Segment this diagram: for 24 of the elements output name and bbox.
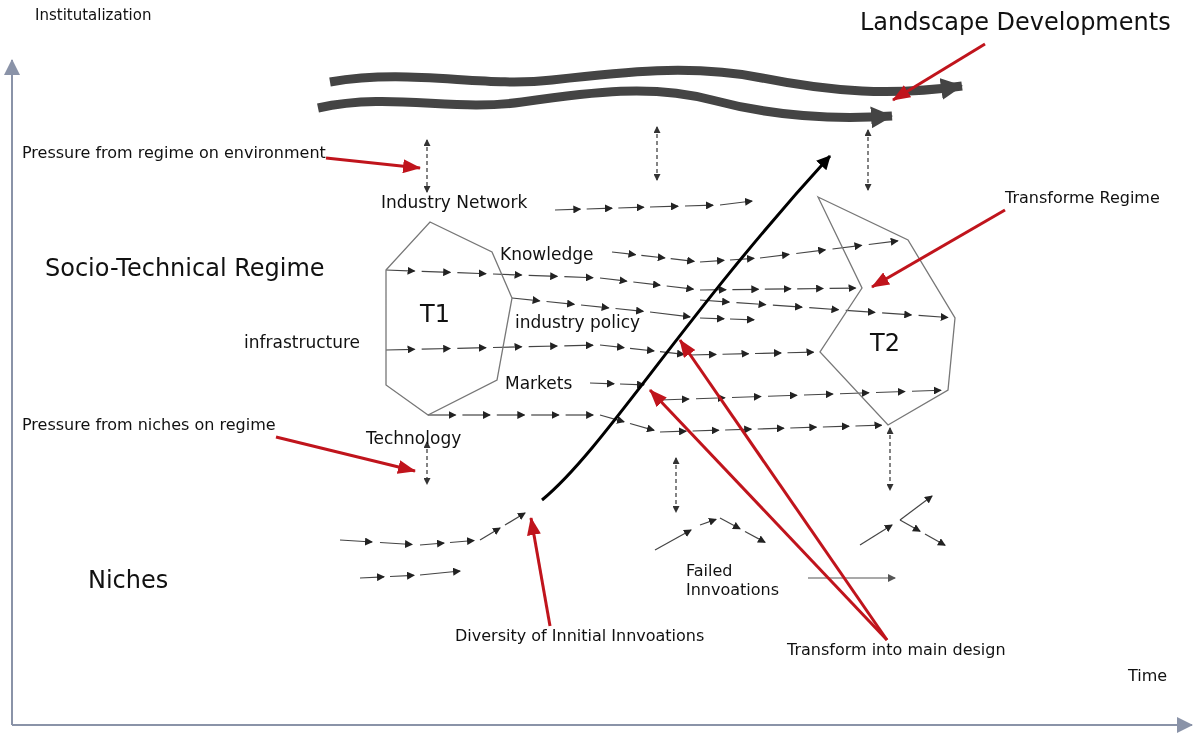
annotation-text: Transform into main design — [787, 640, 1006, 662]
leader-arrow — [648, 388, 889, 642]
leader-arrow — [275, 435, 416, 474]
leader-arrow — [325, 156, 421, 174]
category-label: Markets — [505, 373, 573, 394]
leader-arrow — [871, 208, 1006, 289]
annotation-text: Pressure from regime on environment — [22, 143, 326, 165]
regime-polygon — [816, 195, 958, 427]
category-label: infrastructure — [244, 332, 361, 353]
annotation-text: Diversity of Innitial Innvoations — [455, 626, 705, 648]
leader-arrow — [892, 42, 986, 102]
annotation-text: Failed Innvoations — [686, 561, 781, 600]
level-label: Socio-Technical Regime — [45, 254, 325, 283]
annotation-text: Pressure from niches on regime — [22, 415, 276, 437]
axis-label: Time — [1128, 666, 1168, 686]
annotation-text: Landscape Developments — [860, 8, 1171, 44]
polygon-label: T2 — [870, 329, 900, 357]
category-label: Knowledge — [500, 244, 594, 265]
annotation-text: Transforme Regime — [1005, 188, 1160, 210]
leader-arrow — [527, 517, 552, 627]
level-label: Niches — [88, 566, 169, 595]
category-label: Technology — [366, 428, 462, 449]
polygon-label: T1 — [420, 300, 450, 328]
axis-label: Institutalization — [35, 6, 152, 24]
